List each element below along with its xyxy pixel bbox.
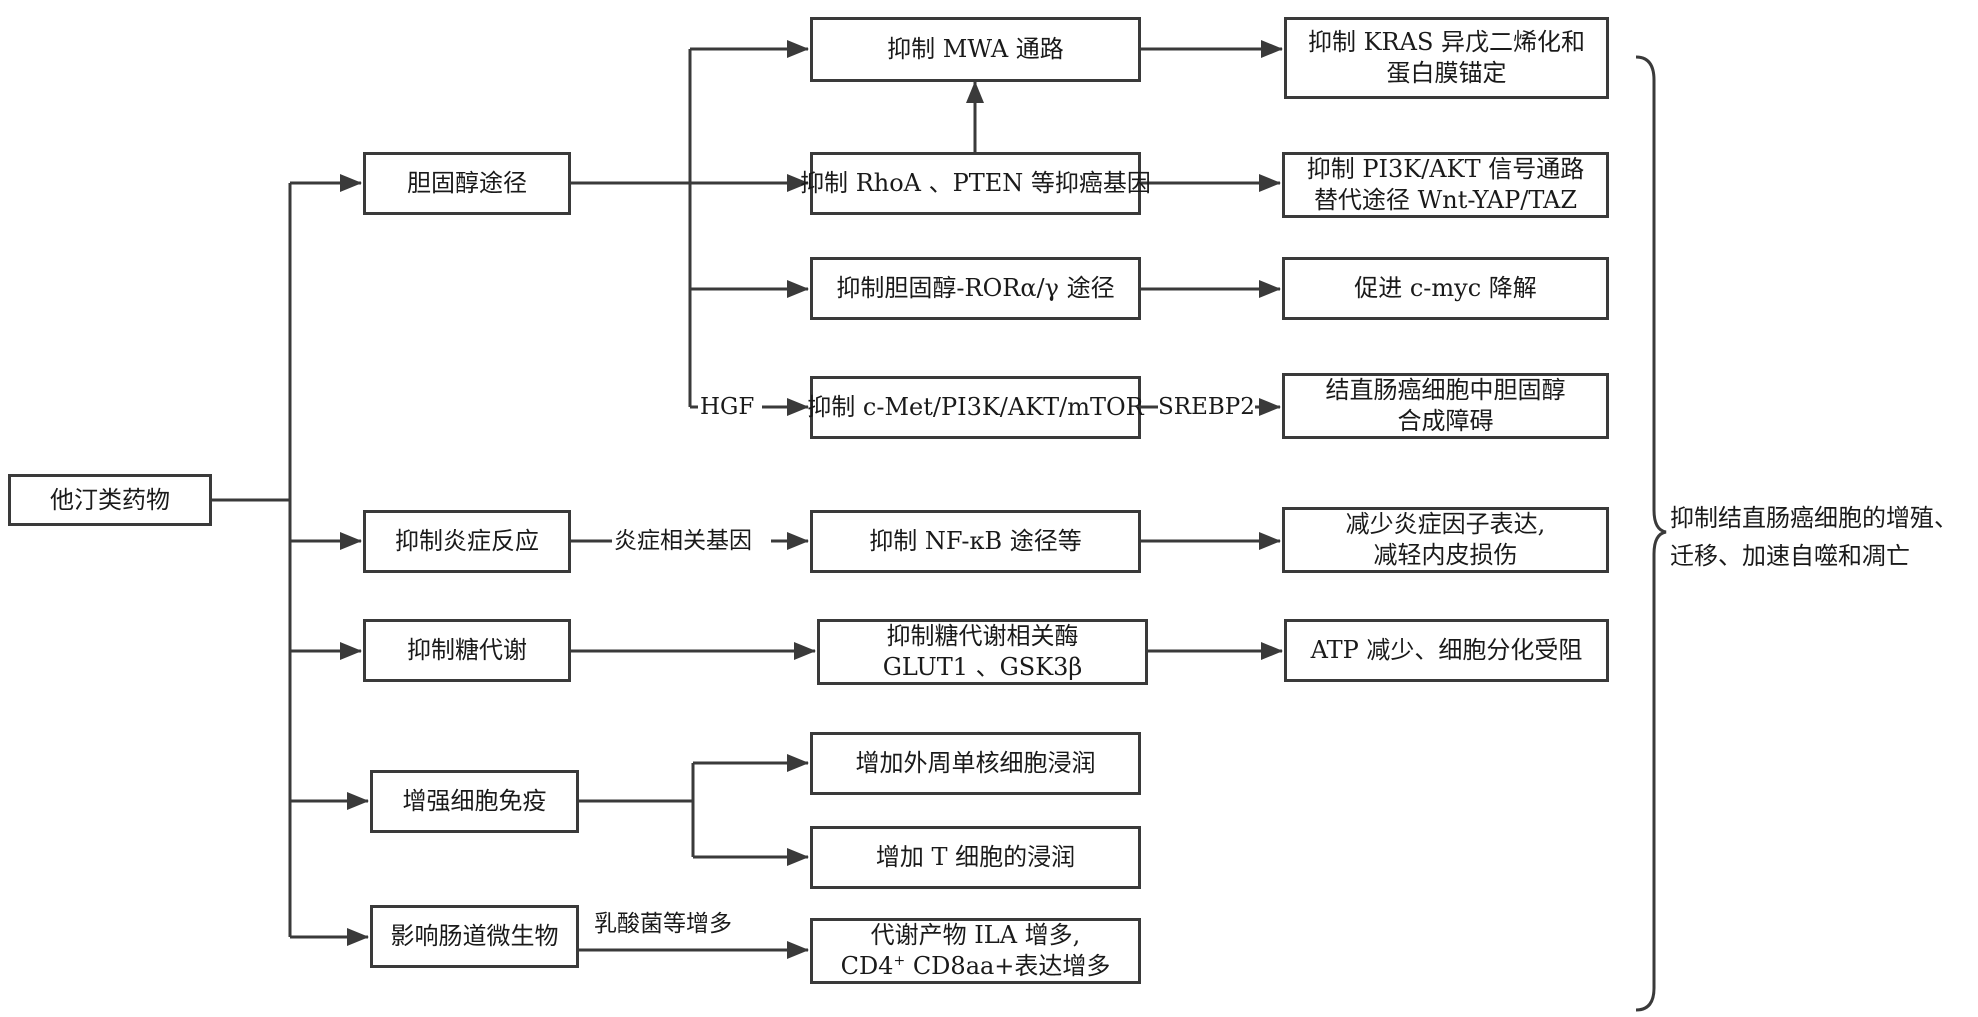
node-enzyme-line1: 抑制糖代谢相关酶	[886, 622, 1079, 650]
node-nfkb: 抑制 NF-κB 途径等	[810, 510, 1141, 573]
summary-brace	[1635, 55, 1667, 1012]
node-mwa: 抑制 MWA 通路	[810, 17, 1141, 82]
node-reduce-line2: 减轻内皮损伤	[1373, 541, 1518, 569]
node-glucose-metabolism: 抑制糖代谢	[363, 619, 571, 682]
node-glucose-enzymes: 抑制糖代谢相关酶 GLUT1 、GSK3β	[817, 619, 1148, 685]
node-pi3k-line2: 替代途径 Wnt-YAP/TAZ	[1313, 186, 1578, 214]
node-microbiota-text: 影响肠道微生物	[390, 922, 559, 950]
node-mwa-text: 抑制 MWA 通路	[887, 35, 1064, 63]
node-enzyme-line2: GLUT1 、GSK3β	[882, 653, 1083, 681]
node-kras: 抑制 KRAS 异戊二烯化和 蛋白膜锚定	[1284, 17, 1609, 99]
node-kras-line2: 蛋白膜锚定	[1386, 59, 1507, 87]
node-statins: 他汀类药物	[8, 474, 212, 526]
node-rhoa-pten: 抑制 RhoA 、PTEN 等抑癌基因	[800, 152, 1151, 215]
summary-line1: 抑制结直肠癌细胞的增殖、	[1670, 504, 1958, 532]
node-pi3k-line1: 抑制 PI3K/AKT 信号通路	[1306, 155, 1585, 183]
node-immunity-text: 增强细胞免疫	[402, 787, 547, 815]
node-reduce-line1: 减少炎症因子表达,	[1345, 510, 1546, 538]
node-pi3k-akt: 抑制 PI3K/AKT 信号通路 替代途径 Wnt-YAP/TAZ	[1282, 152, 1609, 218]
edge-label-srebp2: SREBP2	[1158, 393, 1255, 421]
node-cmet-pathway: 抑制 c-Met/PI3K/AKT/mTOR	[807, 376, 1144, 439]
node-cholesterol-pathway: 胆固醇途径	[363, 152, 571, 215]
node-gut-microbiota: 影响肠道微生物	[370, 905, 579, 968]
node-cholesterol-synthesis: 结直肠癌细胞中胆固醇 合成障碍	[1282, 373, 1609, 439]
node-synth-line2: 合成障碍	[1397, 407, 1494, 435]
node-atp-text: ATP 减少、细胞分化受阻	[1310, 636, 1583, 664]
node-cell-immunity: 增强细胞免疫	[370, 770, 579, 833]
node-inflammation: 抑制炎症反应	[363, 510, 571, 573]
node-cmet-text: 抑制 c-Met/PI3K/AKT/mTOR	[807, 393, 1144, 421]
node-nfkb-text: 抑制 NF-κB 途径等	[869, 527, 1082, 555]
node-ila-line2: CD4+ CD8aa+表达增多	[840, 952, 1111, 980]
node-reduce-inflammation: 减少炎症因子表达, 减轻内皮损伤	[1282, 507, 1609, 573]
node-ila-line1: 代谢产物 ILA 增多,	[870, 921, 1081, 949]
node-synth-line1: 结直肠癌细胞中胆固醇	[1325, 376, 1566, 404]
edge-label-lactobacillus: 乳酸菌等增多	[594, 911, 732, 937]
node-atp-reduction: ATP 减少、细胞分化受阻	[1284, 619, 1609, 682]
summary-line2: 迁移、加速自噬和凋亡	[1670, 542, 1910, 570]
node-tcell-infiltration: 增加 T 细胞的浸润	[810, 826, 1141, 889]
node-cmyc-text: 促进 c-myc 降解	[1354, 274, 1537, 302]
edge-label-hgf: HGF	[700, 393, 755, 421]
node-mono-text: 增加外周单核细胞浸润	[855, 749, 1096, 777]
edge-label-inflammation-genes: 炎症相关基因	[614, 527, 752, 555]
node-tcell-text: 增加 T 细胞的浸润	[875, 843, 1076, 871]
node-monocyte-infiltration: 增加外周单核细胞浸润	[810, 732, 1141, 795]
node-cholesterol-text: 胆固醇途径	[407, 169, 527, 197]
node-rhoa-text: 抑制 RhoA 、PTEN 等抑癌基因	[800, 169, 1151, 197]
node-ror-text: 抑制胆固醇-RORα/γ 途径	[836, 274, 1115, 302]
node-cmyc: 促进 c-myc 降解	[1282, 257, 1609, 320]
node-kras-line1: 抑制 KRAS 异戊二烯化和	[1307, 28, 1586, 56]
summary-note: 抑制结直肠癌细胞的增殖、 迁移、加速自噬和凋亡	[1670, 499, 1958, 575]
node-inflammation-text: 抑制炎症反应	[395, 527, 539, 555]
node-ror-pathway: 抑制胆固醇-RORα/γ 途径	[810, 257, 1141, 320]
node-ila-metabolite: 代谢产物 ILA 增多, CD4+ CD8aa+表达增多	[810, 918, 1141, 984]
node-statins-text: 他汀类药物	[50, 485, 170, 514]
node-glucose-text: 抑制糖代谢	[407, 636, 527, 664]
